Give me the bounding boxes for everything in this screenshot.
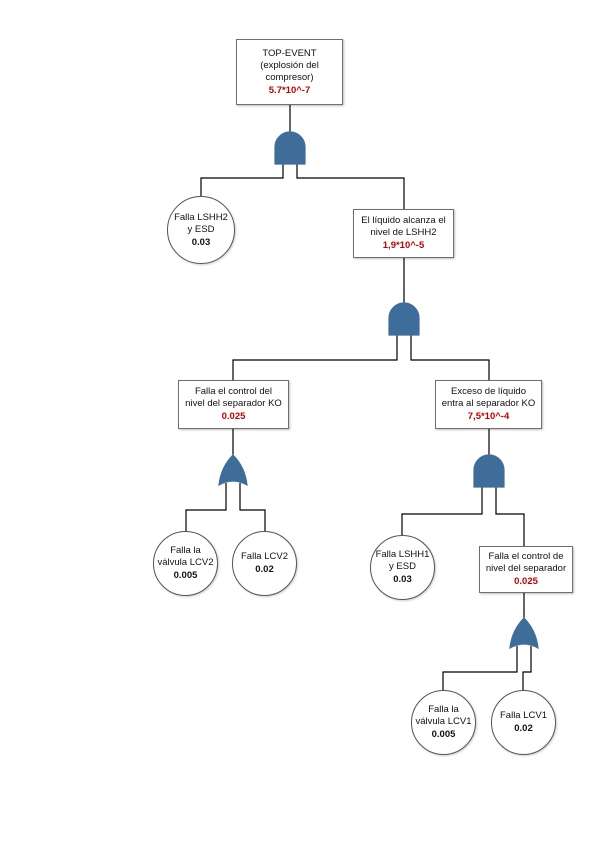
or-gate-kocontrol xyxy=(218,454,248,487)
top-event-probability: 5.7*10^-7 xyxy=(268,84,311,96)
basic-event-valvula-lcv2-line-1: Falla la xyxy=(170,545,201,556)
basic-event-valvula-lcv1-probability: 0.005 xyxy=(431,729,456,740)
event-liquido-lshh2-probability: 1,9*10^-5 xyxy=(382,240,425,251)
basic-event-valvula-lcv1: Falla la válvula LCV1 0.005 xyxy=(411,690,476,755)
event-falla-control-ko-probability: 0.025 xyxy=(221,411,246,422)
basic-event-lshh1-esd: Falla LSHH1 y ESD 0.03 xyxy=(370,535,435,600)
and-gate-lshh2 xyxy=(388,302,420,336)
event-falla-control-separador-probability: 0.025 xyxy=(514,576,538,587)
connector-gate-lshh2-to-exceso xyxy=(410,335,490,380)
connector-gate-exceso-to-lshh1-esd xyxy=(401,487,483,535)
basic-event-lshh2-esd: Falla LSHH2 y ESD 0.03 xyxy=(167,196,235,264)
connector-gate-separador-to-valvula-lcv1 xyxy=(442,646,518,690)
and-gate-top xyxy=(274,131,306,165)
basic-event-valvula-lcv2-line-2: válvula LCV2 xyxy=(157,557,214,568)
and-gate-exceso xyxy=(473,454,505,488)
event-falla-control-separador: Falla el control de nivel del separador … xyxy=(479,546,573,593)
basic-event-valvula-lcv2: Falla la válvula LCV2 0.005 xyxy=(153,531,218,596)
event-exceso-liquido-probability: 7,5*10^-4 xyxy=(467,411,510,422)
event-exceso-liquido-line-2: entra al separador KO xyxy=(441,398,536,409)
event-falla-control-ko-line-1: Falla el control del xyxy=(194,386,273,397)
basic-event-lcv1-line-1: Falla LCV1 xyxy=(500,710,547,721)
event-liquido-lshh2-line-2: nivel de LSHH2 xyxy=(370,227,437,238)
basic-event-lshh2-esd-line-1: Falla LSHH2 xyxy=(174,211,228,223)
connector-gate-separador-to-lcv1 xyxy=(522,646,532,690)
connector-gate-exceso-to-control-separador xyxy=(495,487,525,546)
or-gate-separador xyxy=(509,617,539,650)
event-liquido-lshh2: El líquido alcanza el nivel de LSHH2 1,9… xyxy=(353,209,454,258)
event-liquido-lshh2-line-1: El líquido alcanza el xyxy=(361,215,446,226)
basic-event-lcv1-probability: 0.02 xyxy=(514,723,533,734)
event-falla-control-separador-line-2: nivel del separador xyxy=(485,563,567,574)
basic-event-lshh1-esd-line-1: Falla LSHH1 xyxy=(375,549,430,560)
basic-event-lcv2-probability: 0.02 xyxy=(255,564,274,575)
connector-gate-ko-to-lcv2 xyxy=(239,483,266,531)
top-event-line-1: TOP-EVENT xyxy=(262,47,317,59)
basic-event-lshh2-esd-probability: 0.03 xyxy=(191,236,211,248)
basic-event-valvula-lcv1-line-2: válvula LCV1 xyxy=(415,716,472,727)
connector-gate-ko-to-valvula-lcv2 xyxy=(185,483,227,531)
event-exceso-liquido-line-1: Exceso de líquido xyxy=(451,386,526,397)
basic-event-valvula-lcv1-line-1: Falla la xyxy=(428,704,459,715)
basic-event-lcv2: Falla LCV2 0.02 xyxy=(232,531,297,596)
connector-gate-lshh2-to-control-ko xyxy=(232,335,398,380)
top-event: TOP-EVENT (explosión del compresor) 5.7*… xyxy=(236,39,343,105)
basic-event-lcv1: Falla LCV1 0.02 xyxy=(491,690,556,755)
connector-gate-top-to-lshh2-esd xyxy=(200,164,284,196)
basic-event-lshh1-esd-line-2: y ESD xyxy=(389,561,416,572)
event-falla-control-ko-line-2: nivel del separador KO xyxy=(185,398,282,409)
basic-event-valvula-lcv2-probability: 0.005 xyxy=(173,570,198,581)
event-falla-control-ko: Falla el control del nivel del separador… xyxy=(178,380,289,429)
basic-event-lshh2-esd-line-2: y ESD xyxy=(187,223,215,235)
top-event-line-2: (explosión del xyxy=(260,59,319,71)
top-event-line-3: compresor) xyxy=(265,71,314,83)
basic-event-lshh1-esd-probability: 0.03 xyxy=(393,574,412,585)
event-exceso-liquido: Exceso de líquido entra al separador KO … xyxy=(435,380,542,429)
event-falla-control-separador-line-1: Falla el control de xyxy=(488,551,564,562)
basic-event-lcv2-line-1: Falla LCV2 xyxy=(241,551,288,562)
connector-gate-top-to-liquido-lshh2 xyxy=(296,164,405,209)
